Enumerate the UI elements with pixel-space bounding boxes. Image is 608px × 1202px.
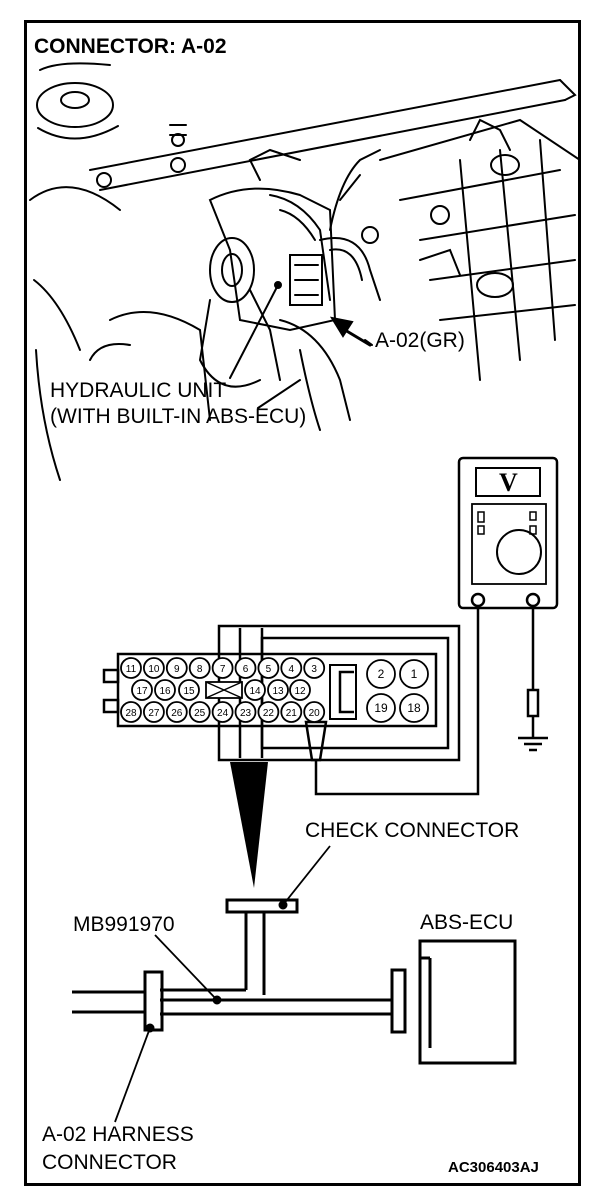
pin-8: 8: [188, 657, 211, 679]
harness-schematic: [72, 845, 517, 1123]
meter-leads: [304, 606, 548, 796]
harness-label: A-02 HARNESS: [42, 1123, 194, 1146]
pin-number: 1: [411, 667, 418, 681]
pin-number: 23: [240, 708, 252, 719]
pin-14: 14: [244, 679, 266, 701]
hydraulic-unit-label: HYDRAULIC UNIT: [50, 379, 227, 402]
pin-number: 20: [309, 708, 321, 719]
pin-9: 9: [165, 657, 188, 679]
pin-number: 17: [136, 686, 148, 697]
pin-26: 26: [165, 701, 188, 723]
pin-18: 18: [399, 693, 429, 723]
pin-24: 24: [211, 701, 234, 723]
pin-10: 10: [142, 657, 165, 679]
pin-number: 14: [249, 686, 261, 697]
pin-number: 6: [243, 664, 249, 675]
pin-number: 9: [174, 664, 180, 675]
pin-number: 21: [286, 708, 298, 719]
hydraulic-unit-sublabel: (WITH BUILT-IN ABS-ECU): [50, 405, 307, 428]
harness-sublabel: CONNECTOR: [42, 1151, 177, 1174]
pin-25: 25: [188, 701, 211, 723]
pin-23: 23: [234, 701, 257, 723]
pin-number: 28: [125, 708, 137, 719]
pin-number: 5: [266, 664, 272, 675]
pin-number: 3: [311, 664, 317, 675]
tool-number-label: MB991970: [73, 913, 175, 936]
pin-22: 22: [257, 701, 280, 723]
pin-number: 4: [289, 664, 295, 675]
pin-28: 28: [120, 701, 142, 723]
pin-number: 19: [374, 701, 388, 715]
ecu-label: ABS-ECU: [420, 911, 514, 934]
pin-19: 19: [366, 693, 396, 723]
pin-17: 17: [131, 679, 153, 701]
zoom-wedge: [230, 762, 268, 888]
pin-number: 27: [148, 708, 160, 719]
pin-number: 15: [183, 686, 195, 697]
pin-11: 11: [120, 657, 142, 679]
pin-12: 12: [289, 679, 311, 701]
pin-21: 21: [280, 701, 303, 723]
engine-bay-illustration: [29, 62, 581, 481]
pin-number: 26: [171, 708, 183, 719]
pin-4: 4: [280, 657, 303, 679]
pin-number: 18: [407, 701, 421, 715]
pin-number: 11: [126, 664, 137, 675]
figure-frame: [24, 20, 581, 1186]
pin-number: 12: [294, 686, 306, 697]
figure-code: AC306403AJ: [448, 1159, 539, 1176]
connector-id-label: A-02(GR): [375, 329, 465, 352]
pin-7: 7: [211, 657, 234, 679]
pin-3: 3: [303, 657, 326, 679]
pin-27: 27: [142, 701, 165, 723]
blocked-pin-slot: [205, 681, 243, 699]
pin-number: 2: [378, 667, 385, 681]
pin-number: 13: [272, 686, 284, 697]
pin-number: 25: [194, 708, 206, 719]
pin-number: 16: [159, 686, 171, 697]
pin-15: 15: [178, 679, 200, 701]
pin-13: 13: [267, 679, 289, 701]
pin-number: 8: [197, 664, 203, 675]
figure-title: CONNECTOR: A-02: [34, 35, 227, 58]
pin-number: 22: [263, 708, 275, 719]
check-connector-label: CHECK CONNECTOR: [305, 819, 520, 842]
pin-2: 2: [366, 659, 396, 689]
pin-number: 24: [217, 708, 229, 719]
meter-unit-label: V: [499, 468, 518, 497]
pin-6: 6: [234, 657, 257, 679]
pin-16: 16: [154, 679, 176, 701]
pin-number: 7: [220, 664, 226, 675]
pin-1: 1: [399, 659, 429, 689]
pin-5: 5: [257, 657, 280, 679]
pin-20: 20: [303, 701, 326, 723]
pin-number: 10: [148, 664, 160, 675]
